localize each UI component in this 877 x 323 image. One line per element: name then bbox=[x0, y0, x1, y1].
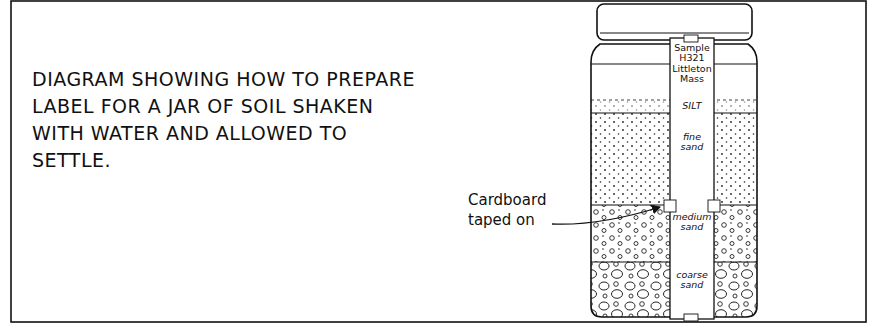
callout-label: Cardboard taped on bbox=[468, 191, 550, 230]
caption-text: DIAGRAM SHOWING HOW TO PREPARE LABEL FOR… bbox=[32, 66, 422, 174]
label-strip: Sample H321 Littleton MassSILT fine sand m… bbox=[670, 40, 714, 318]
layer-label: coarse sand bbox=[671, 270, 713, 291]
layer-label: medium sand bbox=[671, 212, 713, 233]
sample-label: Sample H321 Littleton Mass bbox=[671, 43, 713, 85]
leader-arrow bbox=[552, 207, 660, 224]
layer-label: fine sand bbox=[671, 132, 713, 153]
layer-label: SILT bbox=[671, 101, 713, 111]
